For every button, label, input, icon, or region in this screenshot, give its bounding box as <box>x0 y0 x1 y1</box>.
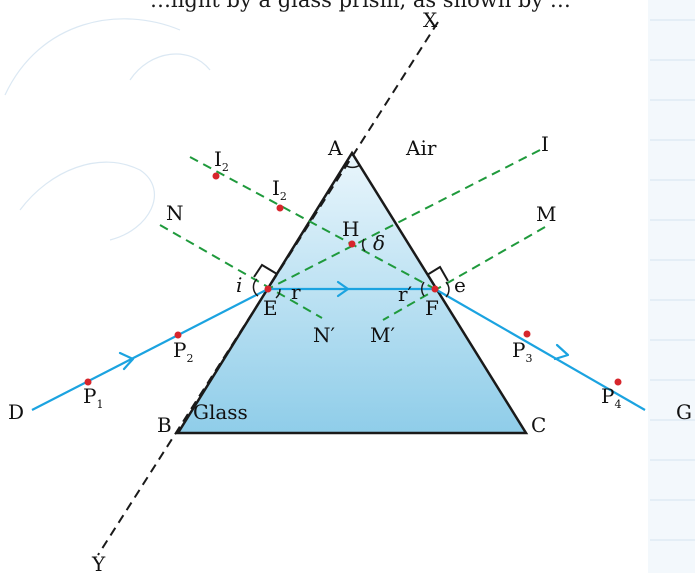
label-f: F <box>425 296 439 320</box>
incident-ray-extension-to-i2 <box>189 156 436 290</box>
point-e <box>264 285 272 293</box>
label-p1: P1 <box>83 384 103 411</box>
label-p3-sub: 3 <box>525 352 532 365</box>
label-i2-outer-letter: I <box>214 147 222 171</box>
label-i2-outer: I2 <box>214 147 229 174</box>
normals <box>159 149 546 321</box>
incident-arrowhead <box>118 351 135 371</box>
point-p4 <box>614 378 622 386</box>
header-text-fragment: …light by a glass prism, as shown by … <box>0 0 695 30</box>
emergent-ray-extension-to-i <box>267 149 541 290</box>
label-a: A <box>327 136 343 160</box>
label-air: Air <box>405 136 437 160</box>
label-i2-inner: I2 <box>272 176 287 203</box>
light-rays <box>31 287 646 411</box>
right-angle-marker-e <box>253 263 278 278</box>
angle-arc-i <box>252 278 259 297</box>
angle-arcs <box>252 238 450 299</box>
label-e: E <box>263 296 278 320</box>
point-f <box>431 285 439 293</box>
label-angle-r: r <box>291 280 301 304</box>
refracted-arrowhead <box>336 280 350 298</box>
label-p1-letter: P <box>83 384 96 408</box>
right-angle-marker-f <box>426 265 449 282</box>
point-h <box>348 240 356 248</box>
label-glass: Glass <box>193 400 248 424</box>
label-p3-letter: P <box>512 338 525 362</box>
label-i2-inner-letter: I <box>272 176 280 200</box>
emergent-ray <box>434 288 646 411</box>
points <box>84 172 622 386</box>
label-m: M <box>536 202 556 226</box>
point-p3 <box>523 330 531 338</box>
prism-triangle <box>175 150 529 435</box>
label-c: C <box>531 413 546 437</box>
normal-nn-prime <box>159 224 323 319</box>
ray-arrowheads <box>118 280 570 371</box>
label-p4-sub: 4 <box>614 398 621 411</box>
label-delta: δ <box>373 231 385 255</box>
point-i2-outer <box>212 172 220 180</box>
point-p2 <box>174 331 182 339</box>
label-p2-sub: 2 <box>186 352 193 365</box>
label-p4-letter: P <box>601 384 614 408</box>
label-b: B <box>157 413 172 437</box>
incident-ray <box>31 288 269 411</box>
label-i-ray: I <box>541 132 549 156</box>
normal-mm-prime <box>382 226 546 321</box>
emergent-arrowhead <box>553 343 570 361</box>
apex-angle-arc <box>344 164 361 169</box>
label-n: N <box>166 201 184 225</box>
label-m-prime: M′ <box>370 323 395 347</box>
label-angle-r-prime: r′ <box>398 282 413 306</box>
label-n-prime: N′ <box>313 323 336 347</box>
point-p1 <box>84 378 92 386</box>
label-p2: P2 <box>173 338 193 365</box>
point-i2-inner <box>276 204 284 212</box>
background-watermark <box>4 0 695 573</box>
label-y: Y <box>91 552 106 573</box>
label-p1-sub: 1 <box>96 398 103 411</box>
label-h: H <box>342 217 359 241</box>
angle-arc-r <box>275 288 281 299</box>
angle-arc-e <box>445 281 450 298</box>
label-x: X <box>423 8 438 32</box>
label-i2-inner-sub: 2 <box>280 190 287 203</box>
label-angle-e: e <box>454 273 466 297</box>
label-angle-i: i <box>236 273 242 297</box>
label-d: D <box>8 400 24 424</box>
header-text: …light by a glass prism, as shown by … <box>150 0 571 12</box>
label-p4: P4 <box>601 384 621 411</box>
label-p3: P3 <box>512 338 532 365</box>
angle-arc-delta <box>361 238 366 252</box>
label-i2-outer-sub: 2 <box>222 161 229 174</box>
label-p2-letter: P <box>173 338 186 362</box>
label-g: G <box>676 400 692 424</box>
angle-arc-r-prime <box>421 281 425 297</box>
